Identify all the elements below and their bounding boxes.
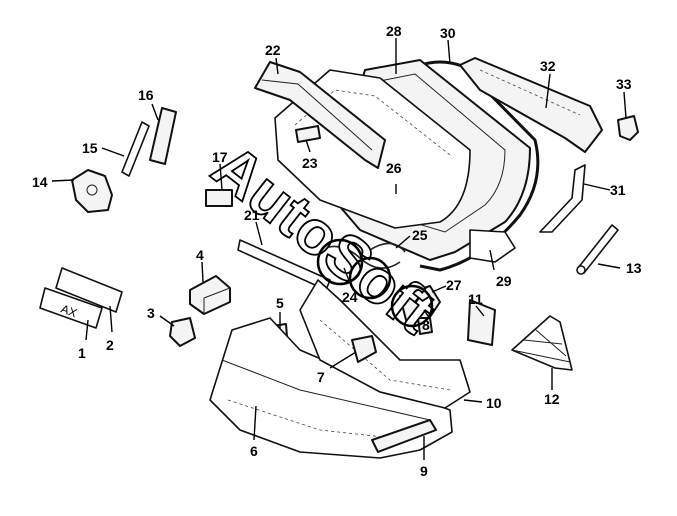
bracket-7 xyxy=(351,335,377,363)
lock-housing xyxy=(71,169,113,213)
callout-14: 14 xyxy=(32,174,48,190)
spoiler xyxy=(254,61,386,169)
callout-10: 10 xyxy=(486,395,502,411)
callout-26: 26 xyxy=(386,160,402,176)
callout-4: 4 xyxy=(196,247,204,263)
spoiler-edge xyxy=(261,79,373,151)
gas-strut xyxy=(577,224,619,274)
callout-32: 32 xyxy=(540,58,556,74)
callout-12: 12 xyxy=(544,391,560,407)
callout-13: 13 xyxy=(626,260,642,276)
strut-left xyxy=(121,121,150,177)
licence-plate-holder xyxy=(55,267,123,313)
bracket-11 xyxy=(467,299,496,346)
leader-lines xyxy=(51,38,627,460)
control-unit xyxy=(189,275,231,315)
moulding-holes xyxy=(479,69,581,116)
control-unit-detail xyxy=(203,287,231,314)
licence-plate xyxy=(39,287,103,329)
callout-1: 1 xyxy=(78,345,86,361)
gas-strut-end xyxy=(576,265,586,275)
callout-9: 9 xyxy=(420,463,428,479)
callout-27: 27 xyxy=(446,277,462,293)
plate-text: AX xyxy=(59,302,79,321)
callout-24: 24 xyxy=(342,289,358,305)
tailgate-lower-panel xyxy=(469,229,516,263)
callout-33: 33 xyxy=(616,76,632,92)
callout-25: 25 xyxy=(412,227,428,243)
callout-22: 22 xyxy=(265,42,281,58)
watermark-ring-2 xyxy=(348,256,392,300)
bumper-carrier xyxy=(299,279,471,409)
lock-detail xyxy=(86,184,98,196)
tailgate-moulding xyxy=(459,57,603,153)
callout-2: 2 xyxy=(106,337,114,353)
callout-3: 3 xyxy=(147,305,155,321)
callout-29: 29 xyxy=(496,273,512,289)
callout-5: 5 xyxy=(276,295,284,311)
trim-strip xyxy=(539,164,586,233)
callout-21: 21 xyxy=(244,207,260,223)
callout-16: 16 xyxy=(138,87,154,103)
tail-lamp-segments xyxy=(511,329,571,363)
watermark-ring-3 xyxy=(390,284,434,328)
cable-25 xyxy=(369,242,406,253)
callout-labels: 1 2 3 4 5 6 7 8 9 10 11 12 13 14 15 16 1… xyxy=(32,23,642,479)
bumper-cover-line xyxy=(221,359,431,421)
callout-15: 15 xyxy=(82,140,98,156)
callout-11: 11 xyxy=(468,291,483,307)
callout-28: 28 xyxy=(386,23,402,39)
bumper-carrier-shading xyxy=(319,319,451,391)
lock-striker xyxy=(417,317,433,335)
callout-7: 7 xyxy=(317,369,325,385)
callout-31: 31 xyxy=(610,182,626,198)
callout-23: 23 xyxy=(302,155,318,171)
tail-lamp xyxy=(511,315,573,371)
bumper-cover xyxy=(209,317,453,459)
hinge xyxy=(617,115,639,141)
switch-17 xyxy=(205,189,233,207)
callout-8: 8 xyxy=(422,317,430,333)
clip-3 xyxy=(169,317,196,347)
callout-6: 6 xyxy=(250,443,258,459)
bumper-moulding xyxy=(371,419,437,453)
callout-17: 17 xyxy=(212,149,228,165)
emblem xyxy=(295,125,321,143)
callout-30: 30 xyxy=(440,25,456,41)
watermark-ring-1 xyxy=(316,238,364,286)
bracket-16 xyxy=(149,107,177,165)
